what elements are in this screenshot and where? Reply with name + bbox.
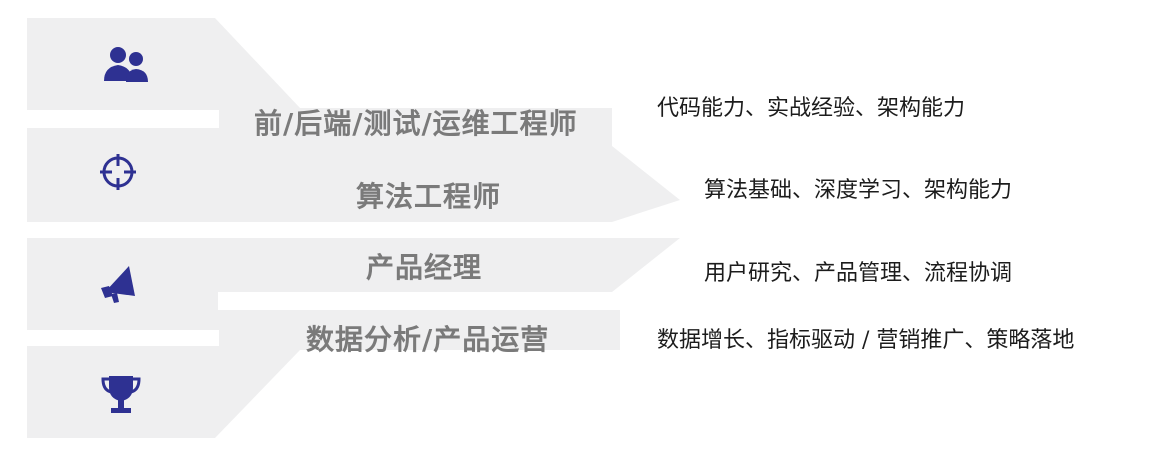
users-icon [104, 47, 148, 82]
band-1 [27, 18, 612, 146]
band-4 [27, 310, 620, 438]
role-label-2: 算法工程师 [356, 180, 502, 213]
role-label-4: 数据分析/产品运营 [306, 323, 550, 356]
crosshair-icon [100, 154, 136, 190]
megaphone-icon [101, 266, 135, 303]
band-3 [27, 238, 680, 330]
skills-text-1: 代码能力、实战经验、架构能力 [657, 96, 966, 121]
separator-1 [27, 110, 219, 128]
trophy-icon [101, 376, 141, 413]
skills-text-3: 用户研究、产品管理、流程协调 [704, 261, 1013, 286]
role-label-1: 前/后端/测试/运维工程师 [254, 107, 578, 140]
skills-text-2: 算法基础、深度学习、架构能力 [704, 178, 1013, 203]
role-label-3: 产品经理 [366, 251, 483, 284]
separator-2 [27, 222, 287, 238]
skills-text-4: 数据增长、指标驱动 / 营销推广、策略落地 [657, 328, 1075, 353]
band-2 [27, 128, 680, 222]
separator-3 [27, 330, 219, 346]
